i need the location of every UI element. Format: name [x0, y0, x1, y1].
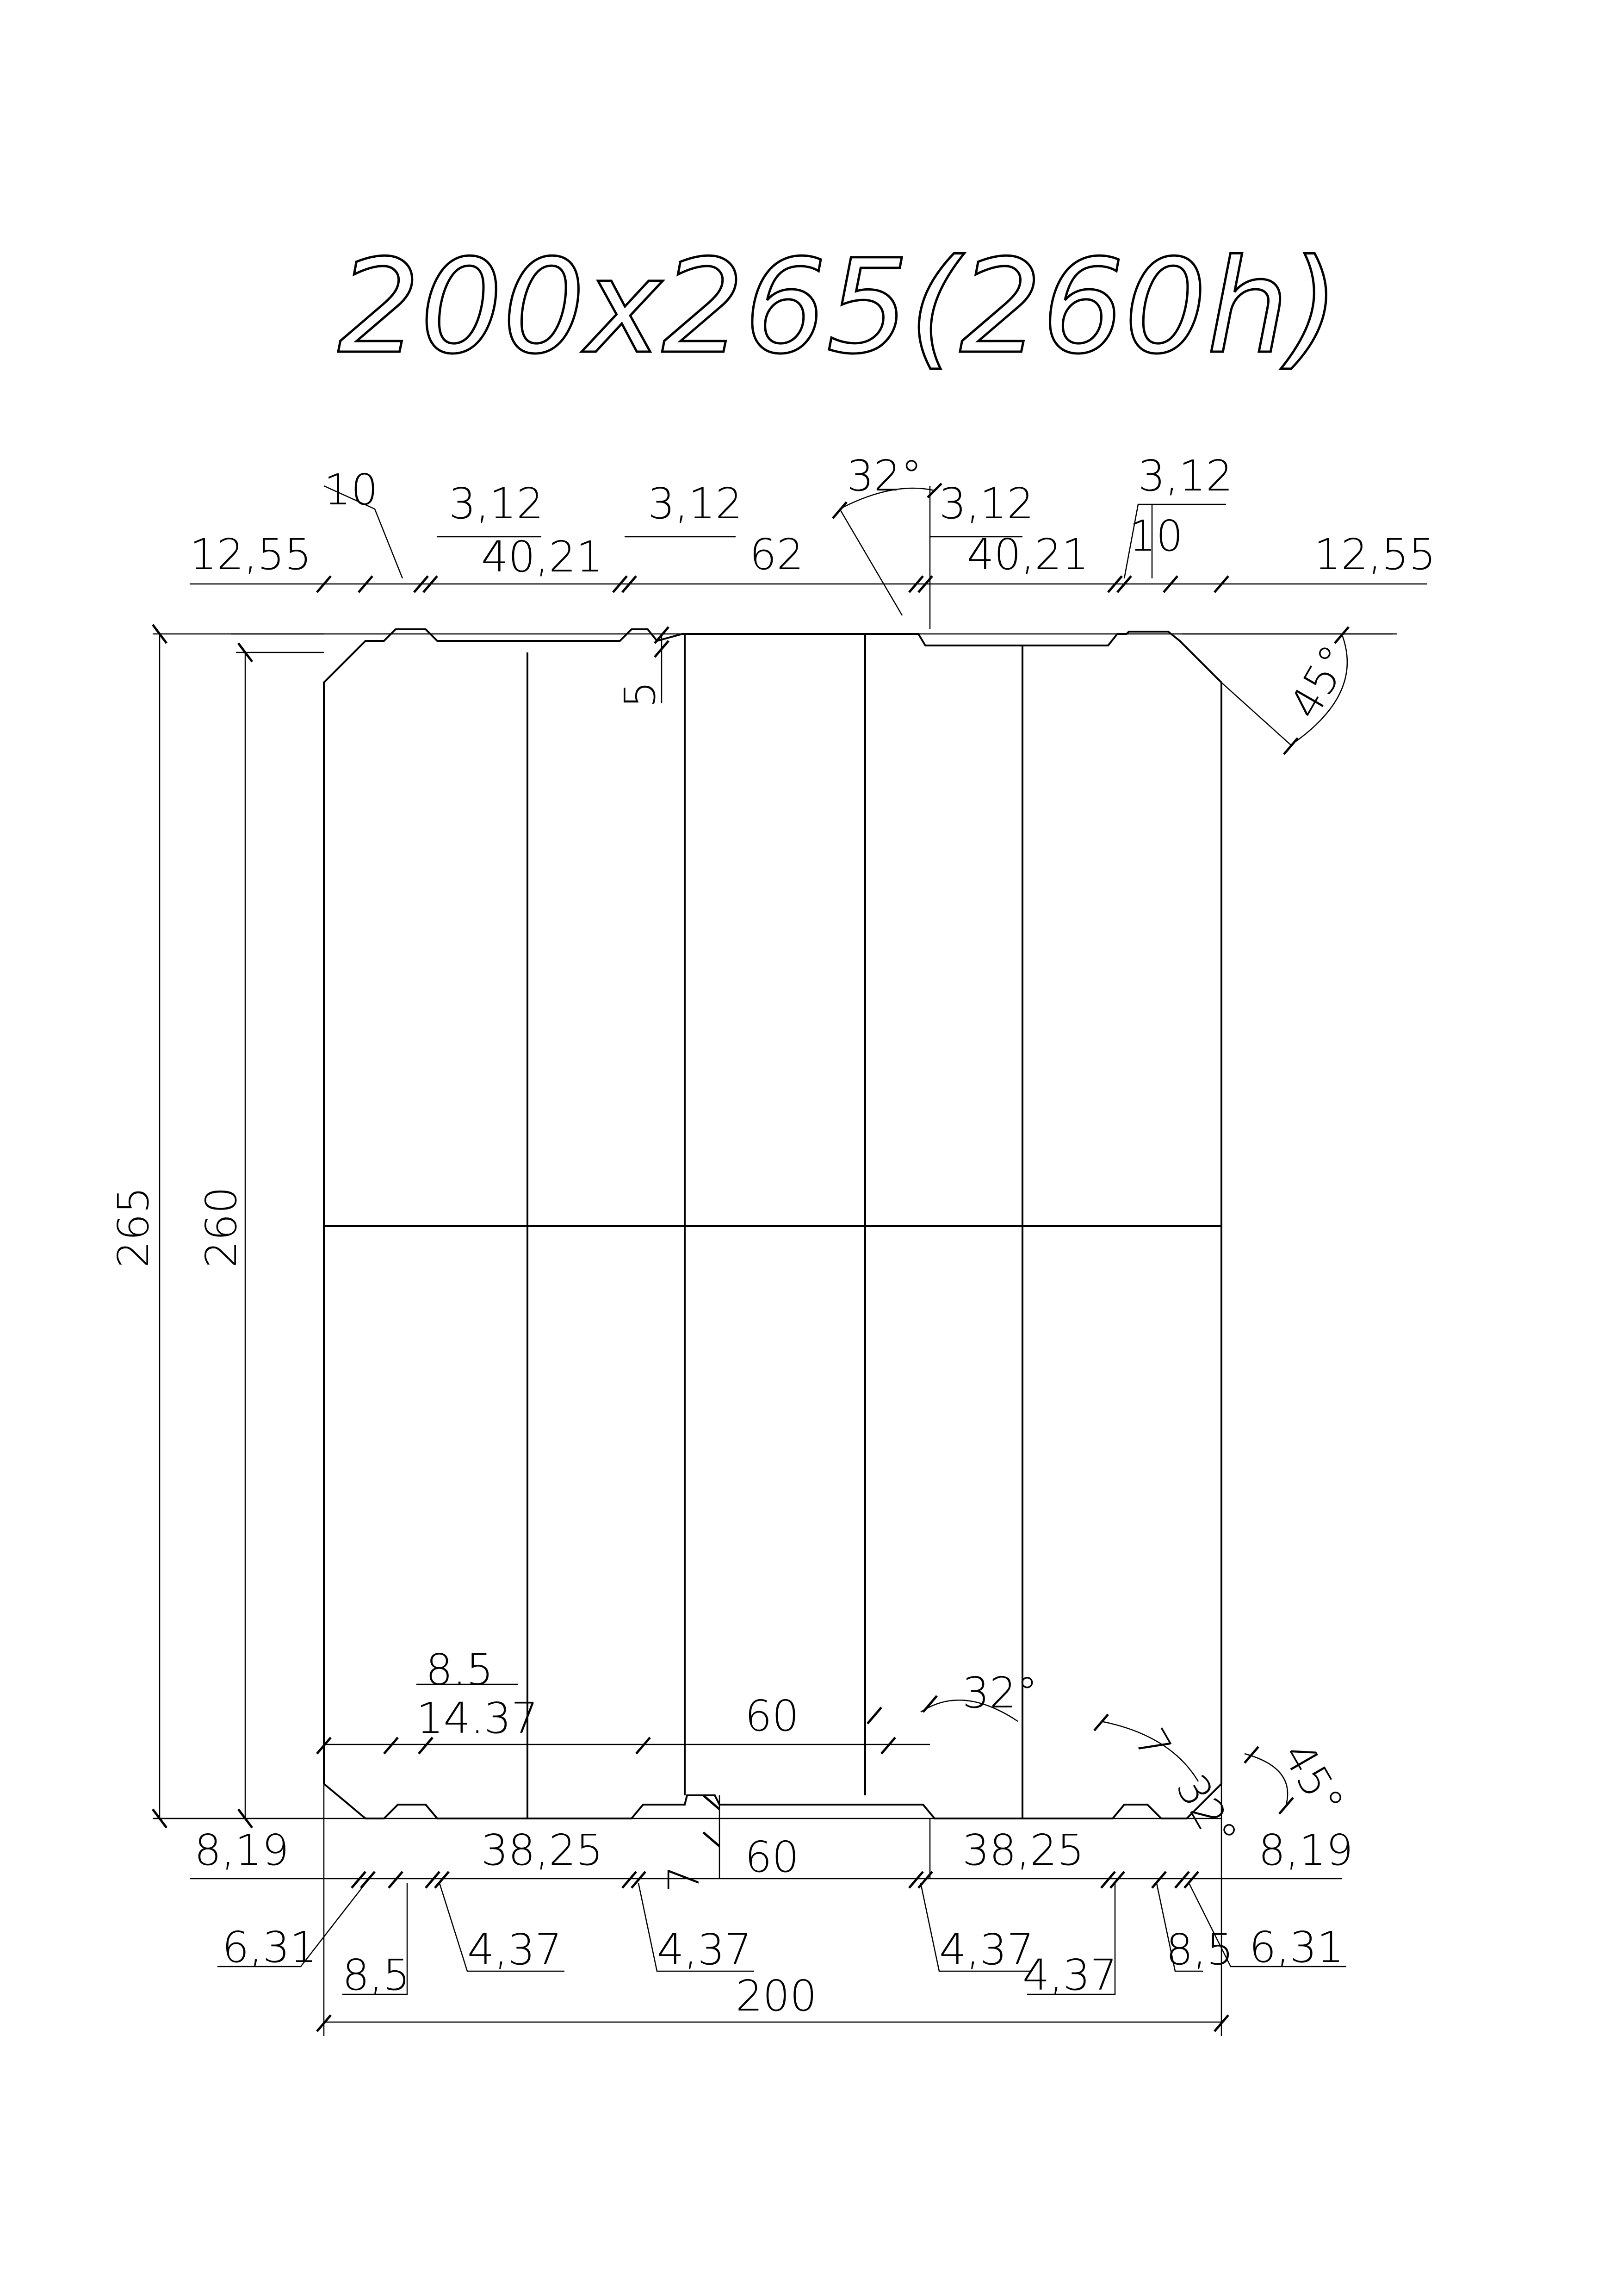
angle-32-right: 32° — [1166, 1767, 1247, 1857]
dim-1437: 14.37 — [416, 1694, 538, 1743]
dim-3825-left: 38,25 — [481, 1825, 603, 1875]
dim-260: 260 — [197, 1186, 246, 1268]
dim-4021-left: 40,21 — [481, 532, 603, 582]
dim-3825-right: 38,25 — [962, 1825, 1084, 1875]
dim-60-lower: 60 — [745, 1832, 799, 1882]
dim-1255-left: 12,55 — [190, 530, 311, 579]
top-dimension-line — [190, 483, 1427, 755]
dim-312-d: 3,12 — [1138, 451, 1233, 501]
dim-437-c: 4,37 — [939, 1925, 1034, 1974]
dim-312-b: 3,12 — [648, 479, 743, 528]
dim-4021-right: 40,21 — [967, 530, 1089, 579]
bottom-dimension-lines — [153, 1683, 1346, 2036]
profile-outline — [323, 628, 1222, 1819]
dim-200: 200 — [736, 1971, 817, 2021]
dim-312-c: 3,12 — [939, 479, 1034, 528]
dim-437-d: 4,37 — [1022, 1950, 1117, 2000]
dim-312-a: 3,12 — [449, 479, 544, 528]
dim-5: 5 — [615, 681, 665, 708]
dim-265: 265 — [109, 1186, 158, 1268]
dim-819-left: 8,19 — [194, 1825, 289, 1875]
drawing-title: 200x265(260h) — [338, 232, 1339, 383]
dim-437-a: 4,37 — [467, 1925, 562, 1974]
angle-32-mid: 32° — [962, 1668, 1038, 1718]
dim-631-left: 6,31 — [222, 1923, 317, 1972]
dim-60-upper: 60 — [745, 1691, 799, 1741]
dim-7-right: 7 — [1125, 1720, 1181, 1769]
dim-819-right: 8,19 — [1258, 1825, 1353, 1875]
dim-62: 62 — [750, 530, 804, 579]
dim-437-b: 4,37 — [657, 1925, 752, 1974]
dim-1255-right: 12,55 — [1314, 530, 1436, 579]
angle-45-right: 45° — [1273, 1734, 1353, 1824]
dim-10-right: 10 — [1129, 511, 1183, 561]
dim-85-left: 8,5 — [342, 1950, 410, 2000]
angle-45-top: 45° — [1280, 637, 1360, 727]
dim-85-top: 8.5 — [426, 1645, 493, 1694]
angle-32-top: 32° — [847, 451, 922, 501]
dim-85-right: 8,5 — [1166, 1925, 1233, 1974]
dim-10-left: 10 — [324, 465, 378, 515]
dimension-labels: 10 3,12 3,12 40,21 12,55 62 32° 3,12 40,… — [109, 451, 1436, 2021]
dim-7-mid: 7 — [659, 1865, 709, 1893]
dim-631-right: 6,31 — [1249, 1923, 1344, 1972]
